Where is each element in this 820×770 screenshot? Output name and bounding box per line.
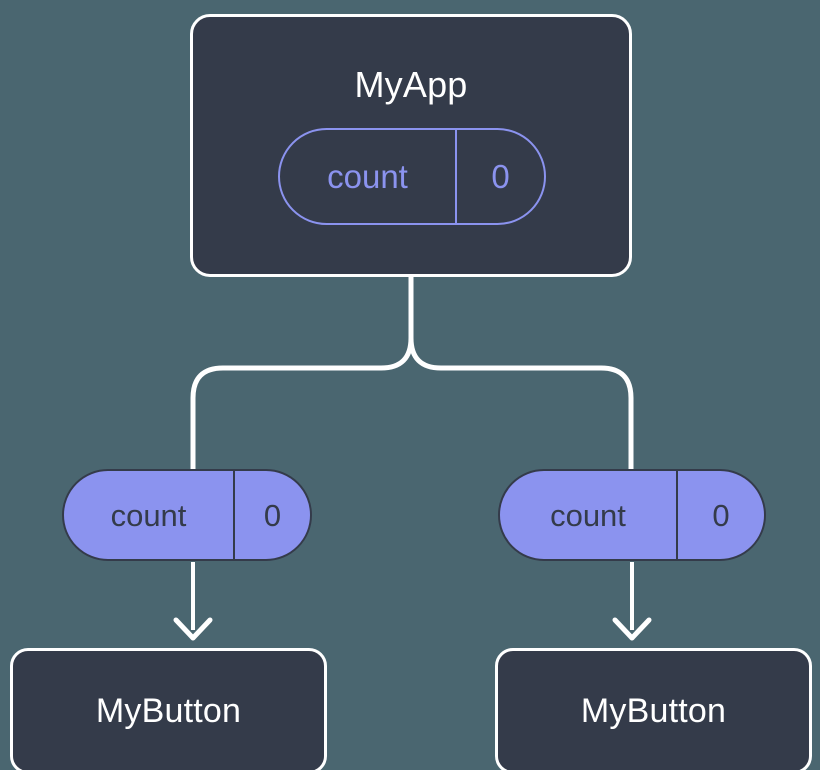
node-myapp[interactable]: MyApp [190, 14, 632, 277]
prop-pill-right-count[interactable]: count 0 [498, 469, 766, 561]
state-pill-key: count [280, 130, 457, 223]
state-pill-value: 0 [491, 158, 510, 195]
prop-pill-value: 0 [712, 497, 730, 533]
connector-root-to-right-prop [408, 274, 634, 473]
arrow-right-head-icon [612, 617, 652, 641]
prop-pill-left-count[interactable]: count 0 [62, 469, 312, 561]
connector-root-to-left-prop [190, 274, 414, 473]
prop-pill-value: 0 [263, 497, 282, 533]
node-mybutton-right[interactable]: MyButton [495, 648, 812, 770]
prop-pill-key: count [64, 471, 235, 559]
arrow-left-head-icon [173, 617, 213, 641]
state-pill-myapp-count[interactable]: count 0 [278, 128, 546, 225]
node-mybutton-left[interactable]: MyButton [10, 648, 327, 770]
node-myapp-label: MyApp [354, 64, 468, 105]
node-mybutton-right-label: MyButton [580, 692, 727, 730]
node-mybutton-left-label: MyButton [95, 692, 242, 730]
prop-pill-key: count [500, 471, 678, 559]
